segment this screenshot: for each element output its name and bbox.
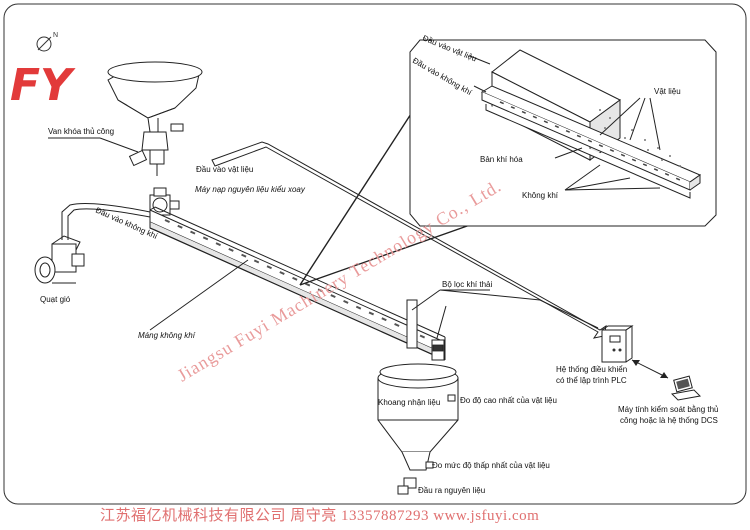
- detail-label-fluidizing-plate: Bản khí hóa: [480, 155, 523, 164]
- air-slide-conveyor: [149, 206, 446, 361]
- label-receiving-bin: Khoang nhận liệu: [378, 398, 440, 407]
- label-air-slide: Máng không khí: [138, 331, 196, 340]
- plc-cabinet: [601, 325, 634, 363]
- label-material-inlet: Đầu vào vật liệu: [196, 165, 253, 174]
- detail-label-air: Không khí: [522, 191, 559, 200]
- label-plc-line2: có thể lập trình PLC: [556, 376, 627, 385]
- company-logo: FY N: [10, 32, 76, 111]
- diagram-frame: [3, 3, 747, 505]
- blower-fan: [34, 235, 85, 284]
- label-rotary-feeder: Máy nạp nguyên liệu kiểu xoay: [195, 185, 306, 194]
- label-pc-line1: Máy tính kiểm soát bằng thủ: [618, 405, 719, 414]
- compass-icon: N: [36, 32, 58, 52]
- detail-inset: [409, 39, 717, 227]
- rotary-feeder: [149, 187, 180, 216]
- computer-icon: [670, 375, 702, 401]
- label-material-outlet: Đầu ra nguyên liệu: [418, 486, 485, 495]
- detail-label-material: Vật liệu: [654, 87, 681, 96]
- label-exhaust-filter: Bộ lọc khí thải: [442, 280, 492, 289]
- label-leaders: [48, 137, 490, 339]
- receiving-bin: [377, 299, 459, 495]
- air-inlet-pipe: [61, 203, 151, 240]
- label-plc-line1: Hệ thống điều khiển: [556, 365, 627, 374]
- label-pc-line2: công hoặc là hệ thống DCS: [620, 416, 718, 425]
- label-high-level: Đo độ cao nhất của vật liệu: [460, 396, 557, 405]
- feed-hopper: [107, 61, 203, 176]
- label-manual-valve: Van khóa thủ công: [48, 127, 114, 136]
- material-particles: [599, 109, 681, 167]
- svg-text:N: N: [53, 32, 58, 39]
- plc-pc-link-arrow: [631, 359, 669, 379]
- logo-text: FY: [10, 60, 76, 111]
- footer-contact: 江苏福亿机械科技有限公司 周守亮 13357887293 www.jsfuyi.…: [100, 507, 539, 524]
- label-fan: Quạt gió: [40, 295, 71, 304]
- label-low-level: Đo mức độ thấp nhất của vật liệu: [432, 461, 550, 470]
